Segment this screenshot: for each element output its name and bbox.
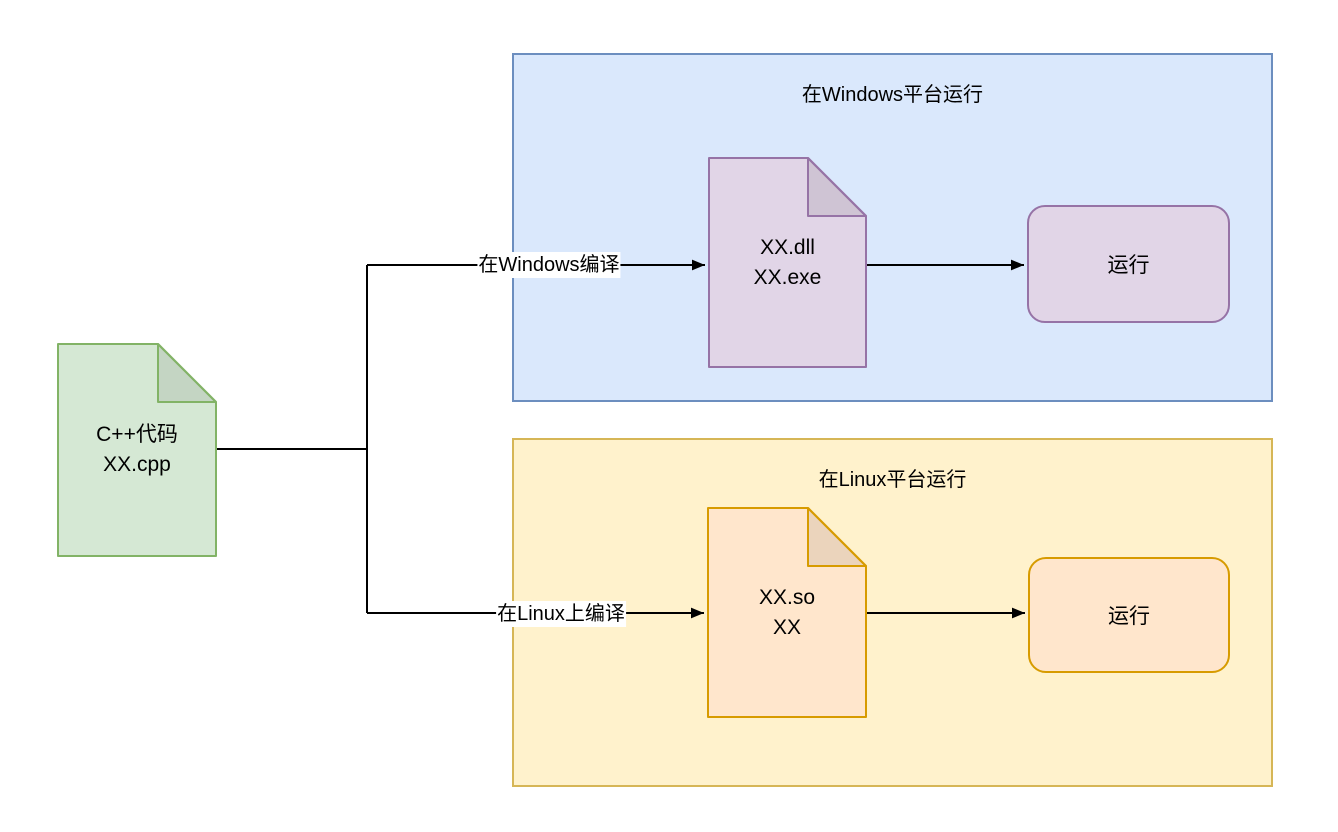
windows-artifact-label: XX.dll XX.exe bbox=[753, 235, 822, 289]
linux-container-title: 在Linux平台运行 bbox=[818, 469, 967, 491]
source-code-document: C++代码 XX.cpp bbox=[57, 343, 217, 557]
document-shape-icon bbox=[57, 343, 217, 557]
windows-artifact-document: XX.dll XX.exe bbox=[708, 157, 867, 368]
document-shape-icon bbox=[707, 507, 867, 718]
source-document-label: C++代码 XX.cpp bbox=[96, 423, 178, 476]
windows-compile-edge-label: 在Windows编译 bbox=[477, 252, 621, 278]
linux-artifact-label: XX.so XX bbox=[758, 585, 816, 639]
document-shape-icon bbox=[708, 157, 867, 368]
folded-corner-icon bbox=[157, 343, 217, 403]
linux-run-node: 运行 bbox=[1028, 557, 1230, 673]
linux-compile-edge-label: 在Linux上编译 bbox=[496, 601, 626, 627]
folded-corner-icon bbox=[807, 157, 867, 217]
windows-container-title: 在Windows平台运行 bbox=[801, 84, 984, 106]
linux-artifact-document: XX.so XX bbox=[707, 507, 867, 718]
folded-corner-icon bbox=[807, 507, 867, 567]
windows-run-node: 运行 bbox=[1027, 205, 1230, 323]
